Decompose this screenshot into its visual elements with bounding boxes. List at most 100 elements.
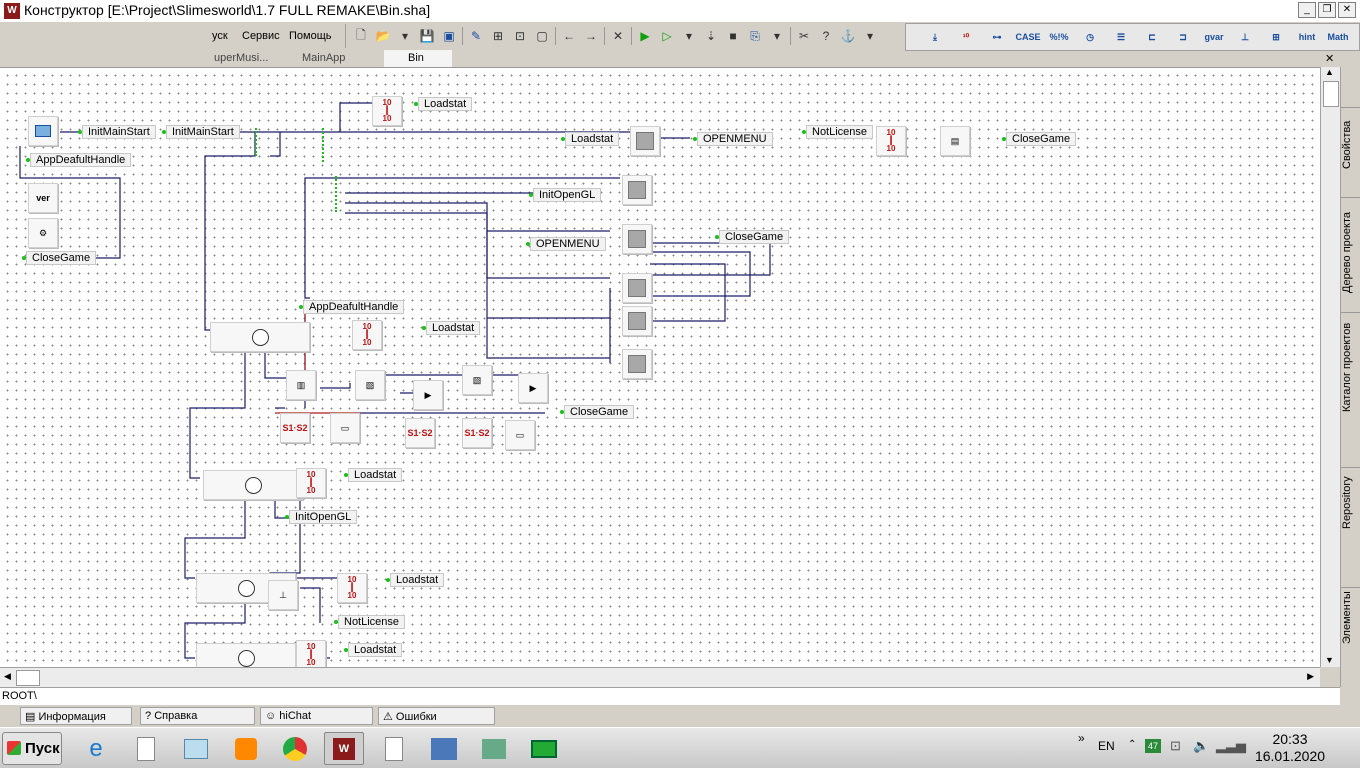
string-concat-icon[interactable]: S1·S2 xyxy=(462,418,492,448)
hint-icon[interactable]: hint xyxy=(1298,32,1316,42)
timer-clock-icon[interactable] xyxy=(203,470,303,500)
undo-icon[interactable]: ← xyxy=(563,29,575,43)
menu-help[interactable]: Помощь xyxy=(289,30,332,42)
label-openmenu[interactable]: OPENMENU xyxy=(526,237,606,251)
label-close-game[interactable]: CloseGame xyxy=(559,405,635,419)
label-not-license[interactable]: NotLicense xyxy=(801,125,874,139)
merge-icon[interactable]: ⊐ xyxy=(1179,31,1187,42)
label-init-opengl[interactable]: InitOpenGL xyxy=(528,188,602,202)
label-close-game[interactable]: CloseGame xyxy=(21,251,97,265)
label-close-game[interactable]: CloseGame xyxy=(714,230,790,244)
tab-project-tree[interactable]: Дерево проекта xyxy=(1341,197,1360,307)
clock-icon[interactable]: ◷ xyxy=(1086,31,1094,42)
display-component-icon[interactable]: ▭ xyxy=(505,420,535,450)
label-loadstat[interactable]: Loadstat xyxy=(560,132,620,146)
label-loadstat[interactable]: Loadstat xyxy=(343,643,403,657)
close-button[interactable]: ✕ xyxy=(1338,2,1356,18)
document-icon[interactable] xyxy=(126,732,166,765)
hub-component[interactable] xyxy=(335,176,349,212)
label-openmenu[interactable]: OPENMENU xyxy=(693,132,773,146)
timer-clock-icon[interactable] xyxy=(196,643,296,667)
display-component-icon[interactable]: ▭ xyxy=(330,413,360,443)
label-close-game[interactable]: CloseGame xyxy=(1001,132,1077,146)
play-music-icon[interactable]: ▶ xyxy=(518,373,548,403)
event-component[interactable] xyxy=(622,349,652,379)
menu-run[interactable]: уск xyxy=(212,30,228,42)
label-init-main-start[interactable]: InitMainStart xyxy=(162,125,240,139)
anchor-icon[interactable]: ⚓ xyxy=(840,29,856,43)
delete-icon[interactable]: ✕ xyxy=(612,29,624,43)
tab-hichat[interactable]: ☺ hiChat xyxy=(260,707,373,725)
number-component-icon[interactable]: 10┃10 xyxy=(296,468,326,498)
file-component-icon[interactable]: ▥ xyxy=(286,370,316,400)
media-component-icon[interactable]: ▧ xyxy=(355,370,385,400)
menu-service[interactable]: Сервис xyxy=(242,30,280,42)
tree-component-icon[interactable]: ⊥ xyxy=(268,580,298,610)
branch-icon[interactable]: ⊏ xyxy=(1148,31,1156,42)
label-init-main-start[interactable]: InitMainStart xyxy=(78,125,156,139)
docx-file-icon[interactable] xyxy=(374,732,414,765)
tab-properties[interactable]: Свойства xyxy=(1341,107,1360,182)
tab-bin[interactable]: Bin xyxy=(384,50,452,67)
minimize-button[interactable]: _ xyxy=(1298,2,1316,18)
open-folder-icon[interactable]: 📂 xyxy=(375,29,391,43)
restore-button[interactable]: ❐ xyxy=(1318,2,1336,18)
media-player-icon[interactable] xyxy=(226,732,266,765)
anchor-arrow-icon[interactable]: ▾ xyxy=(866,29,874,43)
number-component-icon[interactable]: 10┃10 xyxy=(876,126,906,156)
label-loadstat[interactable]: Loadstat xyxy=(413,97,473,111)
event-component[interactable] xyxy=(622,306,652,336)
tab-elements[interactable]: Элементы xyxy=(1341,587,1360,647)
tab-help[interactable]: ? Справка xyxy=(140,707,255,725)
number-component-icon[interactable]: 10┃10 xyxy=(296,640,326,667)
scroll-thumb[interactable] xyxy=(1323,81,1339,107)
label-app-default-handle[interactable]: AppDeafultHandle xyxy=(25,153,132,167)
tab-errors[interactable]: ⚠ Ошибки xyxy=(378,707,495,725)
tab-information[interactable]: ▤ Информация xyxy=(20,707,132,725)
download-icon[interactable]: ⤓ xyxy=(933,31,937,42)
redo-icon[interactable]: → xyxy=(585,29,597,43)
dropdown-arrow-icon[interactable]: ▾ xyxy=(401,29,409,43)
number-component-icon[interactable]: 10┃10 xyxy=(352,320,382,350)
string-concat-icon[interactable]: S1·S2 xyxy=(405,418,435,448)
media-component-icon[interactable]: ▧ xyxy=(462,365,492,395)
main-form-component-icon[interactable] xyxy=(28,116,58,146)
tray-badge[interactable]: 47 xyxy=(1145,739,1161,753)
message-box-component-icon[interactable]: ▤ xyxy=(940,126,970,156)
step-icon[interactable]: ⇣ xyxy=(705,29,717,43)
hardware-icon[interactable] xyxy=(474,732,514,765)
scheme-canvas[interactable]: InitMainStart InitMainStart AppDeafultHa… xyxy=(0,67,1320,667)
film-icon[interactable] xyxy=(524,732,564,765)
network-signal-icon[interactable]: ▂▃▅ xyxy=(1216,738,1246,753)
case-element-icon[interactable]: CASE xyxy=(1015,32,1041,42)
tab-repository[interactable]: Repository xyxy=(1341,467,1360,537)
tray-up-arrow-icon[interactable]: ⌃ xyxy=(1128,739,1137,750)
align-icon[interactable]: ⊞ xyxy=(492,29,504,43)
fit-icon[interactable]: ▢ xyxy=(536,29,548,43)
vertical-scrollbar[interactable]: ▲ ▼ xyxy=(1320,67,1340,667)
event-component[interactable] xyxy=(622,273,652,303)
volume-icon[interactable]: 🔈 xyxy=(1193,738,1210,753)
number-element-icon[interactable]: ¹⁰ xyxy=(962,31,970,42)
save-icon[interactable]: 💾 xyxy=(419,29,435,43)
internet-explorer-icon[interactable]: e xyxy=(89,734,103,762)
event-component[interactable] xyxy=(622,224,652,254)
label-not-license[interactable]: NotLicense xyxy=(333,615,406,629)
gvar-icon[interactable]: gvar xyxy=(1204,32,1224,42)
tab-supermusic[interactable]: uperMusi... xyxy=(214,52,269,64)
label-init-opengl[interactable]: InitOpenGL xyxy=(284,510,358,524)
chrome-icon[interactable] xyxy=(275,732,315,765)
run-icon[interactable]: ▶ xyxy=(640,29,650,43)
start-button[interactable]: Пуск xyxy=(2,732,62,765)
network-icon[interactable]: ⊞ xyxy=(1272,31,1280,42)
tree-icon[interactable]: ⊥ xyxy=(1241,31,1249,42)
tray-device-icon[interactable]: ⊡ xyxy=(1170,738,1181,753)
package-icon[interactable] xyxy=(424,732,464,765)
scroll-right-icon[interactable]: ▶ xyxy=(1307,671,1314,681)
run-options-arrow-icon[interactable]: ▾ xyxy=(685,29,693,43)
scroll-up-icon[interactable]: ▲ xyxy=(1325,67,1334,77)
edit-icon[interactable]: ✎ xyxy=(470,29,482,43)
hub-component[interactable] xyxy=(322,128,336,162)
label-app-default-handle[interactable]: AppDeafultHandle xyxy=(298,300,405,314)
compile-arrow-icon[interactable]: ▾ xyxy=(773,29,781,43)
